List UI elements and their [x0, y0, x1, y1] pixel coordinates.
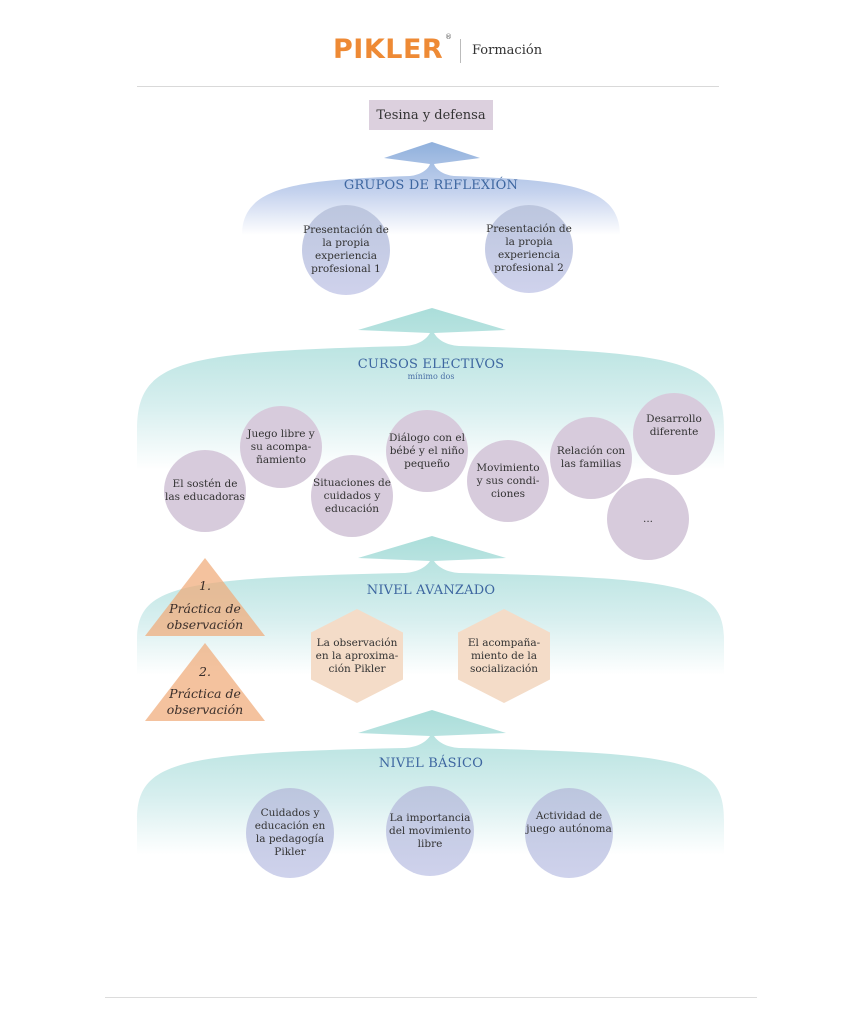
practice-2-label: Práctica de observación [166, 686, 244, 717]
elective-item-more: ... [607, 478, 689, 560]
elective-item: Relación con las familias [550, 417, 632, 499]
bottom-rule [105, 997, 757, 998]
electives-subtitle: mínimo dos [407, 372, 455, 381]
reflection-item-1: Presentación de la propia experiencia pr… [302, 205, 390, 295]
pikler-logo: PIKLER [333, 34, 444, 65]
basic-item-3: Actividad de juego autónoma [525, 788, 613, 878]
thesis-box: Tesina y defensa [369, 100, 493, 130]
elective-item: Situaciones de cuidados y educación [311, 455, 393, 537]
advanced-item-1: La observación en la aproxima-ción Pikle… [311, 609, 403, 703]
electives-title: CURSOS ELECTIVOS [357, 357, 505, 372]
elective-item: El sostén de las educadoras [164, 450, 246, 532]
top-rule [137, 86, 719, 87]
basic-item-2: La importancia del movimiento libre [386, 786, 474, 876]
practice-1-number: 1. [199, 578, 211, 593]
basic-title: NIVEL BÁSICO [378, 756, 484, 771]
elective-item: Juego libre y su acompa-ñamiento [240, 406, 322, 488]
practice-2-number: 2. [199, 664, 211, 679]
practice-1-label: Práctica de observación [166, 601, 244, 632]
elective-item: Movimiento y sus condi-ciones [467, 440, 549, 522]
header-divider [460, 39, 461, 63]
elective-item: Diálogo con el bébé y el niño pequeño [386, 410, 468, 492]
advanced-item-2: El acompaña-miento de la socialización [458, 609, 550, 703]
reflection-title: GRUPOS DE REFLEXIÓN [343, 178, 519, 193]
header-subtitle: Formación [472, 43, 543, 58]
elective-item: Desarrollo diferente [633, 393, 715, 475]
registered-mark: ® [445, 33, 452, 41]
advanced-title: NIVEL AVANZADO [366, 583, 496, 598]
reflection-item-2: Presentación de la propia experiencia pr… [485, 205, 573, 293]
basic-item-1: Cuidados y educación en la pedagogía Pik… [246, 788, 334, 878]
advanced-band [137, 536, 724, 675]
